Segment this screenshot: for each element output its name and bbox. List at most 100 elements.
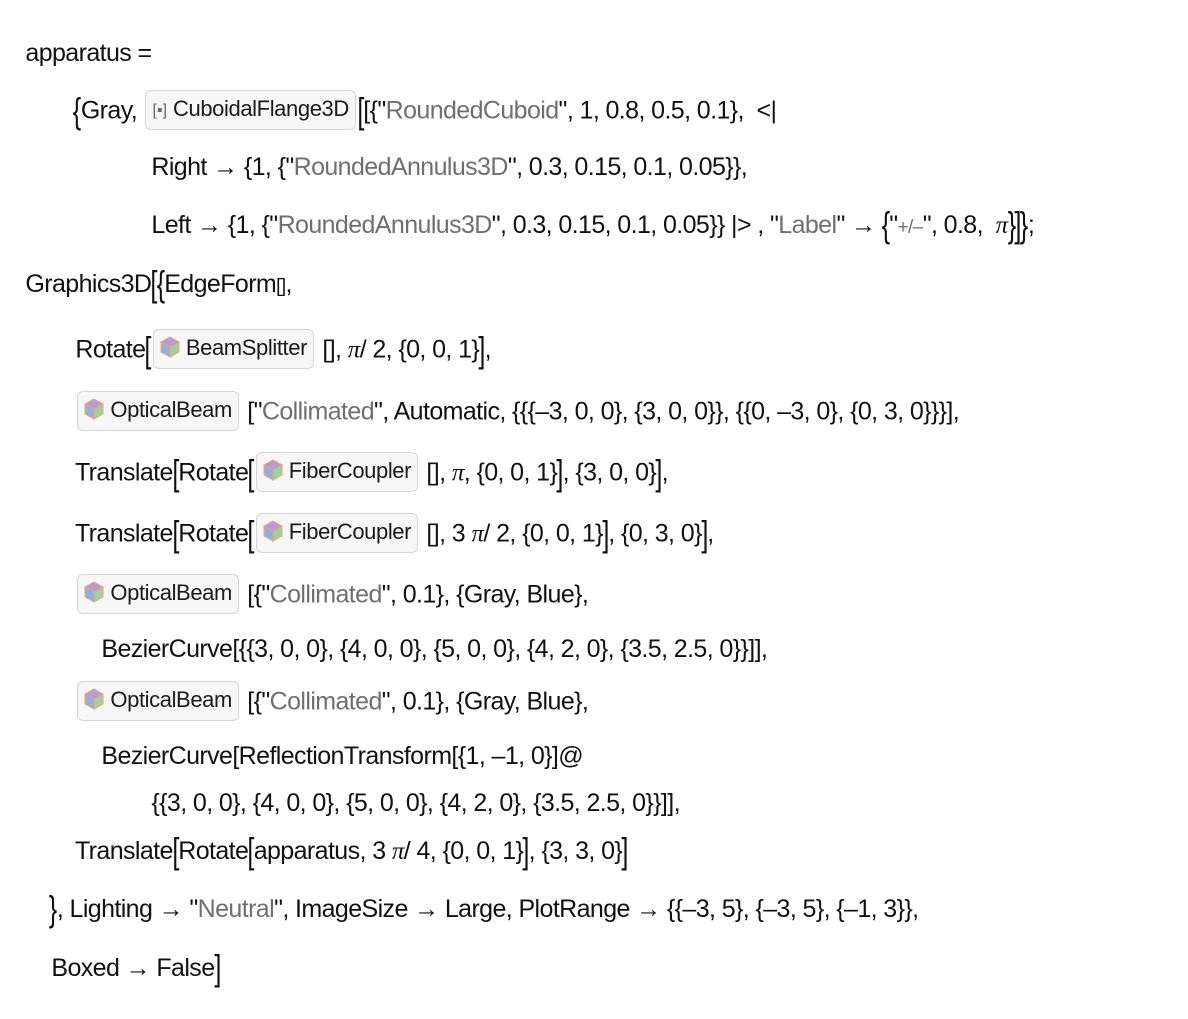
option-boxed: Boxed → False — [51, 954, 215, 982]
control-points: {{3, 0, 0}, {4, 0, 0}, {5, 0, 0}, {4, 2,… — [151, 789, 680, 817]
punct: " — [889, 211, 898, 239]
code-line-7: OpticalBeam ["Collimated", Automatic, {{… — [50, 359, 960, 431]
chip-label: OpticalBeam — [110, 687, 232, 712]
code-line-6: Rotate[ BeamSplitter [], π/ 2, {0, 0, 1}]… — [50, 297, 492, 369]
bracket-close: ] — [478, 328, 486, 370]
cuboidal-flange-chip[interactable]: [▪] CuboidalFlange3D — [145, 90, 356, 130]
args: ", 0.3, 0.15, 0.1, 0.05}} |> , " — [491, 211, 779, 239]
entity-cube-icon — [84, 398, 105, 420]
string-literal: RoundedCuboid — [385, 96, 560, 125]
code-line-14: {{3, 0, 0}, {4, 0, 0}, {5, 0, 0}, {4, 2,… — [126, 752, 680, 817]
entity-cube-icon — [84, 581, 105, 603]
symbol-rotate: Rotate — [178, 458, 249, 487]
semicolon: ; — [1027, 211, 1035, 239]
args: ", 0.1}, {Gray, Blue}, — [381, 687, 589, 716]
string-literal: Collimated — [269, 687, 383, 716]
comma: , — [484, 335, 492, 364]
pi-symbol: π — [451, 459, 465, 487]
entity-cube-icon — [262, 459, 283, 481]
punct: [{" — [240, 580, 270, 609]
bracket-close: ] — [621, 830, 629, 871]
bracket-open: [ — [247, 830, 255, 871]
bracket-close: ] — [556, 451, 564, 493]
symbol-gray: Gray, — [80, 96, 144, 125]
bracket-close: ] — [1014, 204, 1022, 245]
brace-open: { — [156, 263, 165, 304]
rule-left: Left → {1, {" — [151, 211, 278, 239]
args: [] — [276, 276, 286, 297]
pi-symbol: π — [471, 520, 484, 548]
symbol-translate: Translate — [74, 837, 173, 865]
args: / 2, {0, 0, 1} — [483, 519, 603, 548]
symbol-rotate: Rotate — [178, 837, 249, 865]
code-line-8: Translate[Rotate[FiberCoupler [], π, {0,… — [50, 420, 669, 492]
bracket-open: [ — [357, 89, 364, 131]
code-line-9: Translate[Rotate[FiberCoupler [], 3 π/ 2… — [50, 481, 714, 553]
optical-beam-chip[interactable]: OpticalBeam — [77, 681, 239, 721]
beam-splitter-chip[interactable]: BeamSplitter — [152, 329, 315, 369]
pi-symbol: π — [347, 336, 361, 364]
string-plus-minus: +/– — [897, 217, 924, 238]
bracket-open: [ — [247, 451, 255, 493]
symbol-rotate: Rotate — [75, 335, 146, 364]
chip-label: FiberCoupler — [288, 458, 412, 483]
bracket-open: [ — [144, 328, 152, 370]
chip-label: BeamSplitter — [185, 335, 308, 360]
bracket-close: ] — [655, 451, 663, 493]
reflection-expr: BezierCurve[ReflectionTransform[{1, –1, … — [101, 742, 583, 770]
code-line-17: Boxed → False] — [26, 917, 221, 986]
chip-label: FiberCoupler — [288, 519, 412, 544]
code-line-5: Graphics3D[{EdgeForm[], — [0, 233, 292, 302]
bracket-open: [ — [247, 512, 255, 554]
symbol-graphics3d: Graphics3D — [25, 270, 152, 298]
punct: [{" — [363, 96, 386, 125]
args: ", 1, 0.8, 0.5, 0.1}, <| — [558, 96, 777, 125]
args: , {0, 0, 1} — [463, 458, 558, 487]
code-line-12: OpticalBeam [{"Collimated", 0.1}, {Gray,… — [50, 649, 589, 721]
symbol-translate: Translate — [74, 519, 173, 548]
optical-beam-chip[interactable]: OpticalBeam — [77, 391, 239, 431]
fiber-coupler-chip[interactable]: FiberCoupler — [255, 452, 419, 492]
rule-arrow: " → — [836, 211, 882, 239]
pi-symbol: π — [995, 212, 1009, 239]
brace-close: } — [49, 888, 58, 929]
brace-close: } — [1020, 204, 1029, 245]
bracket-close: ] — [701, 512, 708, 554]
symbol-translate: Translate — [74, 458, 173, 487]
chip-label: CuboidalFlange3D — [173, 96, 349, 121]
args: [], — [420, 458, 452, 487]
fiber-coupler-chip[interactable]: FiberCoupler — [255, 513, 419, 553]
args: [], 3 — [420, 519, 472, 548]
entity-cube-icon — [159, 336, 180, 358]
code-line-15: Translate[Rotate[apparatus, 3 π/ 4, {0, … — [50, 800, 629, 869]
resource-flange-icon: [▪] — [152, 102, 168, 119]
chip-label: OpticalBeam — [110, 580, 232, 605]
args: ", 0.8, — [922, 211, 996, 239]
optical-beam-chip[interactable]: OpticalBeam — [77, 574, 239, 614]
string-literal: Neutral — [197, 895, 275, 923]
args: , {0, 3, 0} — [608, 519, 702, 548]
punct: [" — [240, 397, 262, 426]
code-line-4: Left → {1, {"RoundedAnnulus3D", 0.3, 0.1… — [126, 174, 1034, 243]
brace-close: } — [1007, 204, 1016, 245]
comma: , — [661, 458, 669, 487]
code-line-1: apparatus = — [0, 2, 152, 67]
symbol-apparatus: apparatus — [25, 39, 132, 67]
args: / 4, {0, 0, 1} — [403, 837, 524, 865]
string-label: Label — [778, 211, 837, 239]
bezier-curve-expr: BezierCurve[{{3, 0, 0}, {4, 0, 0}, {5, 0… — [101, 635, 768, 663]
option-lighting: , Lighting → " — [56, 895, 198, 923]
operator-set: = — [131, 39, 153, 67]
args: apparatus, 3 — [253, 837, 392, 865]
brace-open: { — [73, 89, 82, 131]
code-line-11: BezierCurve[{{3, 0, 0}, {4, 0, 0}, {5, 0… — [76, 598, 767, 663]
comma: , — [707, 519, 714, 548]
string-literal: Collimated — [261, 397, 375, 426]
bracket-close: ] — [522, 830, 530, 871]
code-line-16: }, Lighting → "Neutral", ImageSize → Lar… — [24, 858, 919, 927]
args: / 2, {0, 0, 1} — [359, 335, 480, 364]
bracket-open: [ — [172, 451, 179, 493]
args: [], — [316, 335, 348, 364]
code-line-13: BezierCurve[ReflectionTransform[{1, –1, … — [76, 705, 583, 770]
options: ", ImageSize → Large, PlotRange → {{–3, … — [274, 895, 919, 923]
